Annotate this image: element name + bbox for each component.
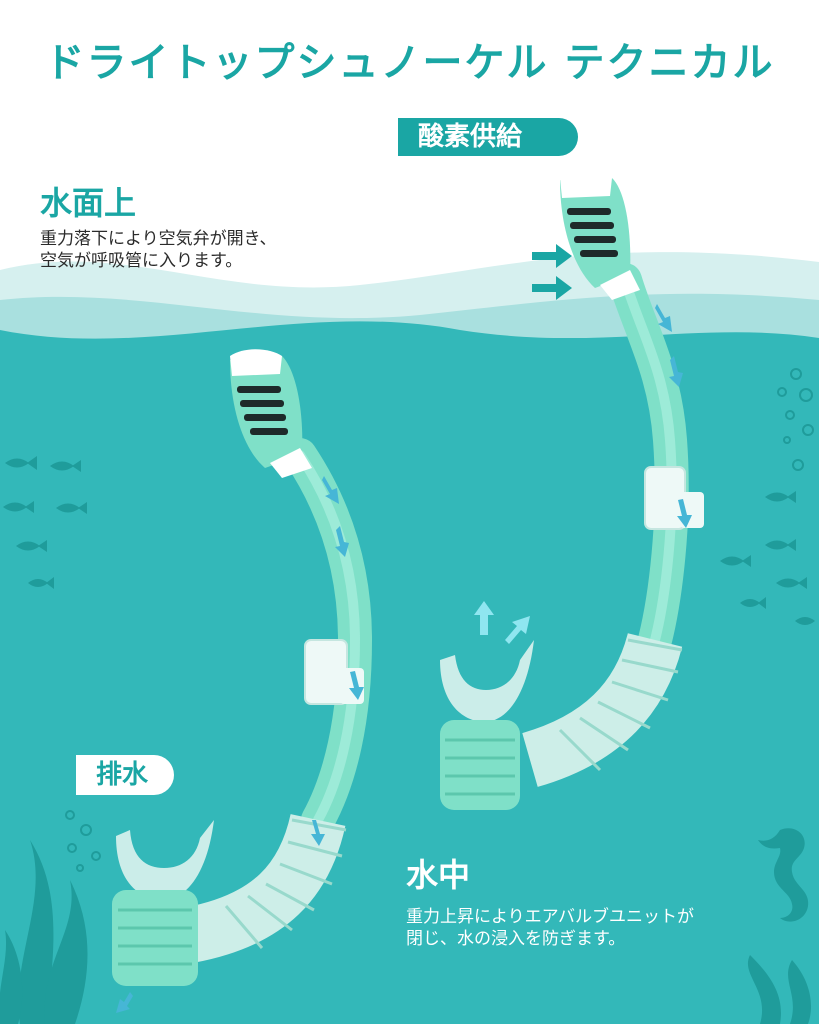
page-title: ドライトップシュノーケル テクニカル [44,40,775,86]
underwater-description-line: 閉じ、水の浸入を防ぎます。 [406,929,626,949]
arrow-icon [116,476,364,1013]
bubble-icon [777,368,814,471]
snorkel-tube-icon [112,349,373,986]
arrow-icon [655,304,692,528]
surface-description-line: 空気が呼吸管に入ります。 [40,251,243,271]
bubble-icon [65,810,101,872]
seaweed-icon [747,955,812,1024]
seahorse-icon [758,828,809,922]
arrow-icon [474,601,530,644]
fish-icon [3,456,87,589]
arrow-icon [532,244,572,300]
underwater-description-line: 重力上昇によりエアバルブユニットが [406,907,694,927]
oxygen-supply-tag: 酸素供給 [398,118,578,156]
snorkel-tube-icon [440,172,704,810]
seaweed-icon [0,840,88,1024]
surface-description: 重力落下により空気弁が開き、 空気が呼吸管に入ります。 [40,228,276,272]
fish-icon [720,491,815,625]
drain-tag: 排水 [76,755,175,795]
surface-heading: 水面上 [40,184,137,222]
underwater-description: 重力上昇によりエアバルブユニットが 閉じ、水の浸入を防ぎます。 [406,906,694,950]
surface-description-line: 重力落下により空気弁が開き、 [40,229,277,249]
underwater-heading: 水中 [406,856,471,894]
